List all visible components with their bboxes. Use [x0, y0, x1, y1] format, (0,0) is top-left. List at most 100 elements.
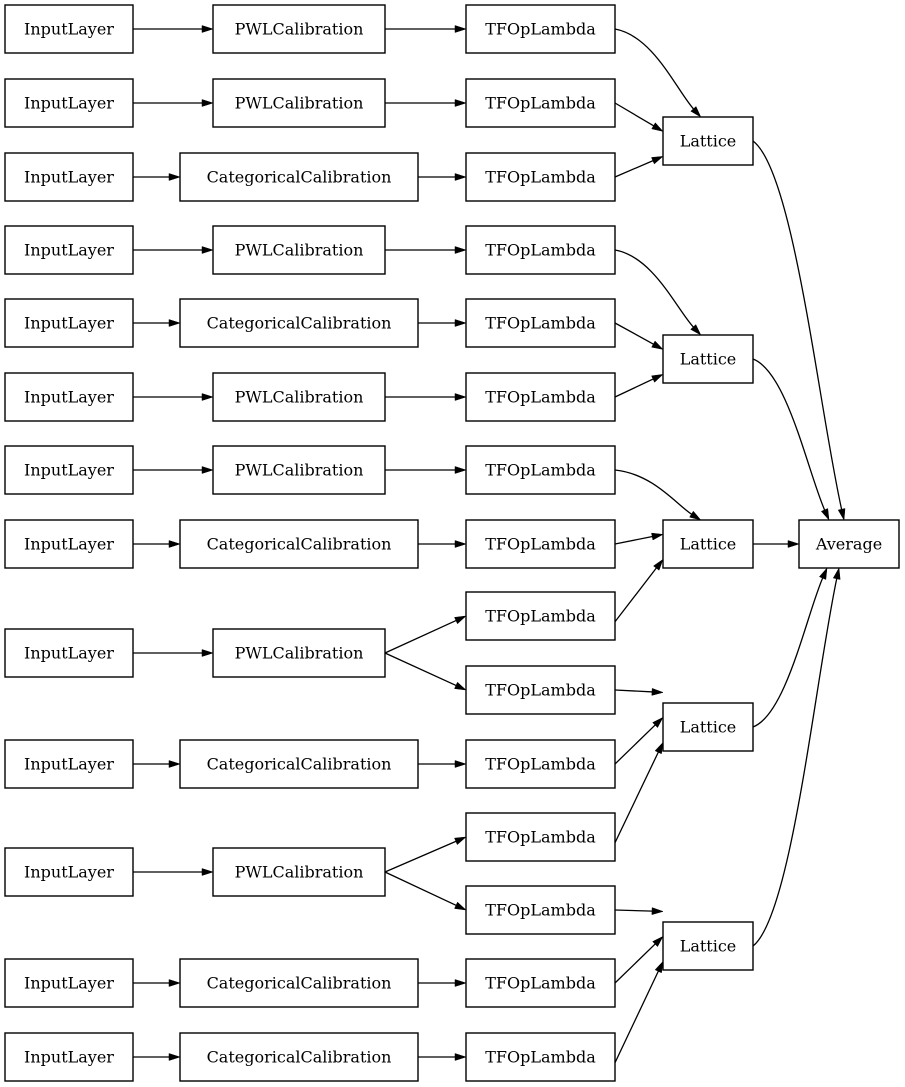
node-lattice-lat4[interactable]: Lattice [662, 702, 754, 752]
node-tfop-lambda-lam14[interactable]: TFOpLambda [465, 958, 616, 1008]
node-box[interactable] [465, 665, 616, 715]
node-pwlcalibration-cal9[interactable]: PWLCalibration [212, 628, 386, 678]
node-box[interactable] [4, 739, 134, 789]
node-input-layer-in9[interactable]: InputLayer [4, 628, 134, 678]
node-box[interactable] [465, 591, 616, 641]
node-tfop-lambda-lam9[interactable]: TFOpLambda [465, 591, 616, 641]
node-input-layer-in2[interactable]: InputLayer [4, 78, 134, 128]
node-box[interactable] [4, 519, 134, 569]
node-label: TFOpLambda [485, 20, 596, 39]
node-box[interactable] [465, 1032, 616, 1082]
node-box[interactable] [465, 152, 616, 202]
node-box[interactable] [662, 921, 754, 971]
node-pwlcalibration-cal2[interactable]: PWLCalibration [212, 78, 386, 128]
node-box[interactable] [4, 958, 134, 1008]
node-pwlcalibration-cal6[interactable]: PWLCalibration [212, 372, 386, 422]
node-box[interactable] [212, 847, 386, 897]
node-box[interactable] [662, 334, 754, 384]
node-box[interactable] [465, 519, 616, 569]
node-box[interactable] [179, 298, 419, 348]
node-input-layer-in4[interactable]: InputLayer [4, 225, 134, 275]
node-box[interactable] [465, 885, 616, 935]
node-box[interactable] [4, 372, 134, 422]
node-tfop-lambda-lam11[interactable]: TFOpLambda [465, 739, 616, 789]
node-tfop-lambda-lam2[interactable]: TFOpLambda [465, 78, 616, 128]
node-box[interactable] [179, 519, 419, 569]
node-box[interactable] [4, 152, 134, 202]
node-box[interactable] [662, 519, 754, 569]
node-box[interactable] [212, 445, 386, 495]
edge-cal9-to-lam9 [384, 615, 467, 654]
node-categorical-calibration-cal5[interactable]: CategoricalCalibration [179, 298, 419, 348]
node-tfop-lambda-lam13[interactable]: TFOpLambda [465, 885, 616, 935]
node-tfop-lambda-lam12[interactable]: TFOpLambda [465, 812, 616, 862]
node-box[interactable] [212, 372, 386, 422]
node-tfop-lambda-lam6[interactable]: TFOpLambda [465, 372, 616, 422]
node-box[interactable] [465, 298, 616, 348]
node-box[interactable] [179, 958, 419, 1008]
node-box[interactable] [212, 628, 386, 678]
node-pwlcalibration-cal11[interactable]: PWLCalibration [212, 847, 386, 897]
node-box[interactable] [662, 116, 754, 166]
node-label: TFOpLambda [485, 681, 596, 700]
node-tfop-lambda-lam8[interactable]: TFOpLambda [465, 519, 616, 569]
node-categorical-calibration-cal8[interactable]: CategoricalCalibration [179, 519, 419, 569]
node-average-avg[interactable]: Average [798, 519, 900, 569]
node-input-layer-in11[interactable]: InputLayer [4, 847, 134, 897]
node-input-layer-in1[interactable]: InputLayer [4, 4, 134, 54]
node-box[interactable] [465, 372, 616, 422]
node-box[interactable] [662, 702, 754, 752]
node-lattice-lat3[interactable]: Lattice [662, 519, 754, 569]
node-input-layer-in10[interactable]: InputLayer [4, 739, 134, 789]
node-input-layer-in13[interactable]: InputLayer [4, 1032, 134, 1082]
node-box[interactable] [179, 1032, 419, 1082]
node-box[interactable] [465, 958, 616, 1008]
node-box[interactable] [465, 78, 616, 128]
node-lattice-lat2[interactable]: Lattice [662, 334, 754, 384]
node-box[interactable] [4, 445, 134, 495]
node-tfop-lambda-lam4[interactable]: TFOpLambda [465, 225, 616, 275]
node-tfop-lambda-lam7[interactable]: TFOpLambda [465, 445, 616, 495]
node-box[interactable] [212, 78, 386, 128]
node-box[interactable] [798, 519, 900, 569]
node-box[interactable] [465, 4, 616, 54]
node-box[interactable] [4, 78, 134, 128]
node-input-layer-in5[interactable]: InputLayer [4, 298, 134, 348]
node-categorical-calibration-cal12[interactable]: CategoricalCalibration [179, 958, 419, 1008]
node-categorical-calibration-cal3[interactable]: CategoricalCalibration [179, 152, 419, 202]
node-categorical-calibration-cal13[interactable]: CategoricalCalibration [179, 1032, 419, 1082]
node-tfop-lambda-lam5[interactable]: TFOpLambda [465, 298, 616, 348]
node-box[interactable] [4, 1032, 134, 1082]
node-pwlcalibration-cal4[interactable]: PWLCalibration [212, 225, 386, 275]
node-box[interactable] [212, 4, 386, 54]
node-label: TFOpLambda [485, 1048, 596, 1067]
node-box[interactable] [4, 298, 134, 348]
node-input-layer-in7[interactable]: InputLayer [4, 445, 134, 495]
node-box[interactable] [465, 812, 616, 862]
node-input-layer-in3[interactable]: InputLayer [4, 152, 134, 202]
node-box[interactable] [4, 628, 134, 678]
node-tfop-lambda-lam1[interactable]: TFOpLambda [465, 4, 616, 54]
node-input-layer-in6[interactable]: InputLayer [4, 372, 134, 422]
node-box[interactable] [465, 739, 616, 789]
node-box[interactable] [179, 152, 419, 202]
node-box[interactable] [212, 225, 386, 275]
edge-line [614, 28, 695, 110]
node-box[interactable] [4, 4, 134, 54]
node-box[interactable] [179, 739, 419, 789]
node-pwlcalibration-cal7[interactable]: PWLCalibration [212, 445, 386, 495]
node-tfop-lambda-lam15[interactable]: TFOpLambda [465, 1032, 616, 1082]
arrow-head-icon [651, 688, 664, 696]
node-box[interactable] [465, 445, 616, 495]
node-lattice-lat1[interactable]: Lattice [662, 116, 754, 166]
node-box[interactable] [4, 225, 134, 275]
node-pwlcalibration-cal1[interactable]: PWLCalibration [212, 4, 386, 54]
node-input-layer-in8[interactable]: InputLayer [4, 519, 134, 569]
node-tfop-lambda-lam3[interactable]: TFOpLambda [465, 152, 616, 202]
node-lattice-lat5[interactable]: Lattice [662, 921, 754, 971]
node-categorical-calibration-cal10[interactable]: CategoricalCalibration [179, 739, 419, 789]
node-input-layer-in12[interactable]: InputLayer [4, 958, 134, 1008]
node-box[interactable] [4, 847, 134, 897]
node-box[interactable] [465, 225, 616, 275]
node-tfop-lambda-lam10[interactable]: TFOpLambda [465, 665, 616, 715]
